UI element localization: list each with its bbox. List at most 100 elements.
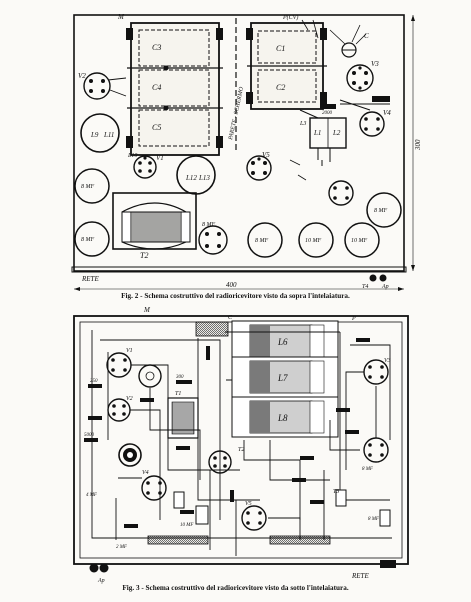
label-pr: P(CV) <box>282 14 298 21</box>
electrolytic-cap-6 <box>366 192 402 228</box>
label-cap-4: 8 MF <box>374 208 387 214</box>
label-l6: L6 <box>277 337 288 347</box>
if-transformer <box>299 96 390 166</box>
bottom-figure-labels: L6 L7 L8 V1 V2 V4 V5 V3 T1 T2 T3 8 MF 8 … <box>84 306 391 584</box>
terminal-t4 <box>369 274 377 282</box>
tube-socket-v5-top <box>246 155 272 181</box>
label-c2: C2 <box>276 83 285 92</box>
tube-socket-v5-bottom <box>241 505 267 531</box>
label-cap-8mf-a: 8 MF <box>362 467 374 472</box>
label-v1-bottom: V1 <box>126 348 133 354</box>
label-ap-bottom: Ap <box>97 578 105 584</box>
tube-socket-v6-top <box>328 180 354 206</box>
label-cap-1: 8 MF <box>81 184 94 190</box>
label-l11: L11 <box>103 131 114 139</box>
label-dim-300: 300 <box>414 139 422 151</box>
tubular-capacitors-bottom <box>147 489 391 545</box>
label-l13: L13 <box>198 174 210 182</box>
label-t4: T4 <box>362 283 368 290</box>
label-l3: L3 <box>299 121 306 127</box>
coil-can-l6 <box>231 320 339 362</box>
coil-l9-l11 <box>80 113 120 153</box>
label-v3-top: V3 <box>371 60 379 68</box>
label-l9: L9 <box>90 131 99 139</box>
label-l2: L2 <box>332 129 341 137</box>
label-l10: L10 <box>127 153 137 159</box>
label-cap-4mf: 4 MF <box>86 493 98 498</box>
chassis-base-strip <box>71 266 407 273</box>
tube-socket-v2-top <box>83 72 127 100</box>
rectifier-socket-top <box>198 225 228 255</box>
label-v4-bottom: V4 <box>142 469 149 476</box>
label-cap-2mf: 2 MF <box>116 545 128 550</box>
tube-socket-v3 <box>346 64 374 92</box>
label-c-bottom: C <box>228 315 233 321</box>
label-cap-3: 8 MF <box>255 238 268 244</box>
label-cap-6: 10 MF <box>305 238 321 244</box>
bottom-view-chassis <box>73 315 409 573</box>
label-v5-top: V5 <box>262 151 270 159</box>
label-t3: T3 <box>333 489 339 495</box>
label-r300: 300 <box>176 375 184 380</box>
electrolytic-cap-3 <box>247 222 283 258</box>
gang-capacitor-right <box>246 22 327 110</box>
electrolytic-cap-2 <box>74 221 110 257</box>
label-t2-bottom: T2 <box>238 447 244 453</box>
power-transformer-t2 <box>112 192 197 250</box>
tube-socket-v1-top <box>133 155 157 179</box>
label-rete-top: RETE <box>81 275 99 283</box>
mains-plug <box>380 560 396 568</box>
electrolytic-cap-5 <box>344 222 380 258</box>
electrolytic-cap-4 <box>298 222 334 258</box>
label-l8: L8 <box>277 413 288 423</box>
label-c1: C1 <box>276 44 285 53</box>
label-dim-400: 400 <box>226 281 237 289</box>
caption-fig-3-number: Fig. 3 <box>122 584 140 592</box>
tube-socket-v3-bottom <box>118 443 142 467</box>
caption-fig-3: Fig. 3 - Schema costruttivo del radioric… <box>0 584 471 592</box>
tube-socket-v2-bottom <box>107 398 131 422</box>
label-c: C <box>364 32 369 40</box>
label-r2000: 2000 <box>322 111 333 116</box>
terminal-block-top <box>195 321 229 337</box>
top-view-chassis <box>71 14 415 291</box>
speaker-plug-bottom <box>138 364 162 388</box>
post-ap-1 <box>89 563 99 573</box>
trimmer-c <box>329 29 367 58</box>
label-rete-bottom: RETE <box>351 572 369 580</box>
label-p-bottom: P <box>351 316 356 322</box>
tube-socket-v4 <box>359 111 385 137</box>
coil-can-l7 <box>231 356 339 398</box>
label-m-bottom: M <box>143 306 151 314</box>
label-cap-8mf-b: 8 MF <box>368 517 380 522</box>
label-v4-top: V4 <box>383 109 391 117</box>
output-transformer-bottom <box>167 397 199 439</box>
label-l7: L7 <box>277 373 288 383</box>
label-ap-top: Ap <box>381 284 389 290</box>
label-c5: C5 <box>152 123 161 132</box>
resistor-2000 <box>320 104 336 109</box>
tube-socket-v6-bottom <box>363 437 389 463</box>
label-r250: 250 <box>90 379 98 384</box>
label-l12: L12 <box>185 174 197 182</box>
post-ap-2 <box>99 563 109 573</box>
wiring-bottom <box>91 330 392 556</box>
coil-can-l8 <box>231 396 339 438</box>
label-v3-bottom: V3 <box>384 358 391 364</box>
tube-socket-v1-bottom <box>106 352 132 378</box>
label-t2-top: T2 <box>140 251 148 260</box>
label-v5-bottom: V5 <box>245 501 252 507</box>
electrolytic-cap-1 <box>74 168 110 204</box>
label-v2-bottom: V2 <box>126 396 133 402</box>
caption-fig-2-text: - Schema costruttivo del radioricevitore… <box>140 292 350 300</box>
label-v2-top: V2 <box>78 72 86 80</box>
gang-capacitor-left <box>126 22 223 156</box>
chassis-outline-bottom <box>73 315 409 565</box>
caption-fig-2: Fig. 2 - Schema costruttivo del radioric… <box>0 292 471 300</box>
caption-fig-2-number: Fig. 2 <box>121 292 139 300</box>
caption-fig-3-text: - Schema costruttivo del radioricevitore… <box>141 584 349 592</box>
label-c3: C3 <box>152 43 161 52</box>
label-l1: L1 <box>313 129 321 137</box>
